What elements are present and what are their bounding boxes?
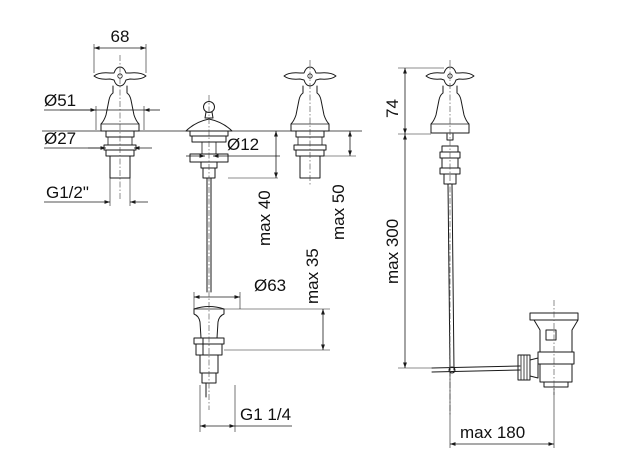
dim-max50-label: max 50 [329, 184, 348, 240]
side-view [425, 66, 579, 388]
dim-max40-label: max 40 [255, 190, 274, 246]
dim-dia27-label: Ø27 [44, 129, 76, 148]
dim-max300-label: max 300 [383, 219, 402, 284]
dim-74-label: 74 [383, 99, 402, 118]
dim-dia51-label: Ø51 [44, 91, 76, 110]
left-cross-handle [93, 66, 147, 87]
dim-68-label: 68 [111, 27, 130, 46]
center-lines [119, 55, 555, 415]
dim-max180-label: max 180 [460, 423, 525, 442]
right-cross-handle [283, 66, 337, 87]
dim-max35-label: max 35 [303, 248, 322, 304]
dim-dia12-label: Ø12 [227, 135, 259, 154]
dim-g12-label: G1/2" [46, 183, 89, 202]
dim-dia63-label: Ø63 [254, 276, 286, 295]
dim-g114-label: G1 1/4 [240, 405, 291, 424]
